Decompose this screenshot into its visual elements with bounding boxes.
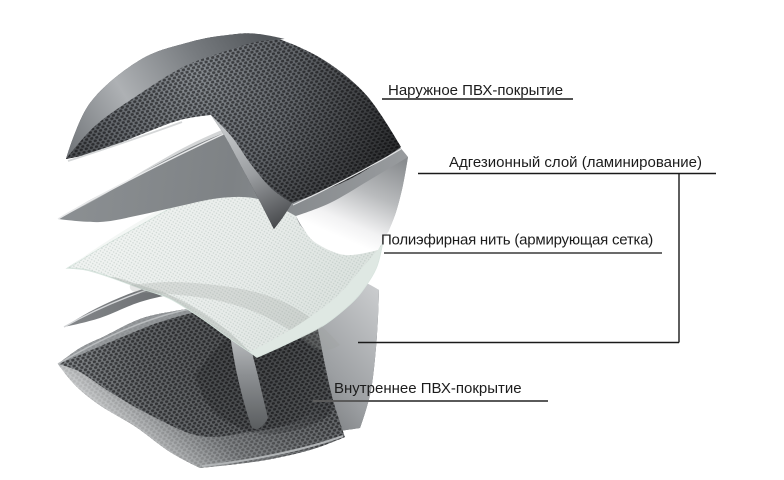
svg-text:Внутреннее ПВХ-покрытие: Внутреннее ПВХ-покрытие bbox=[334, 380, 522, 397]
svg-text:Наружное ПВХ-покрытие: Наружное ПВХ-покрытие bbox=[388, 82, 563, 99]
svg-text:Полиэфирная нить (армирующая с: Полиэфирная нить (армирующая сетка) bbox=[381, 232, 653, 249]
svg-text:Адгезионный слой (ламинировани: Адгезионный слой (ламинирование) bbox=[449, 154, 702, 171]
